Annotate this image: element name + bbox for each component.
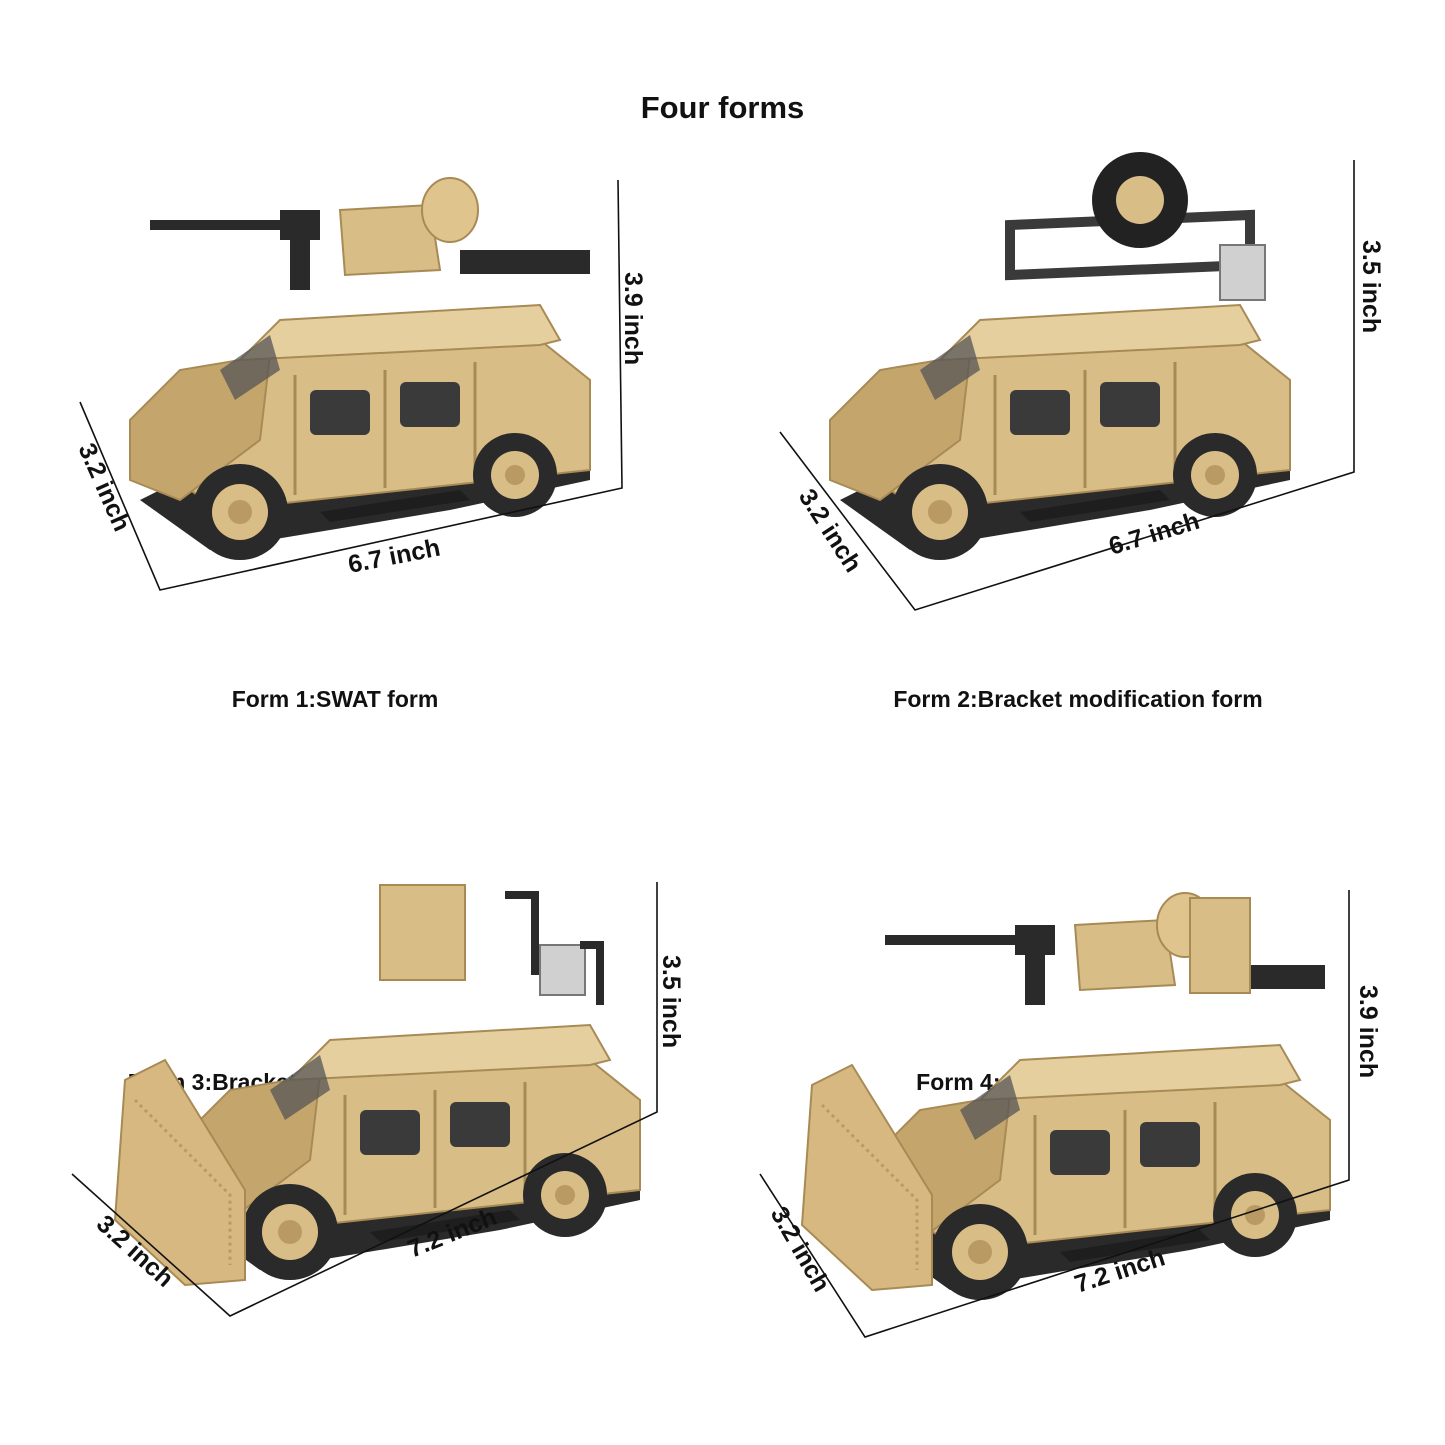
form-3-height-label: 3.5 inch	[657, 955, 685, 1048]
form-4-vehicle-illustration	[800, 892, 1332, 1302]
form-4-height-label: 3.9 inch	[1354, 985, 1382, 1078]
form-1-length-label: 6.7 inch	[346, 534, 443, 579]
form-2-height-label: 3.5 inch	[1357, 240, 1385, 333]
form-2-dimension-lines	[779, 160, 1355, 611]
form-3-dimension-lines	[71, 882, 658, 1317]
form-1-vehicle-illustration	[128, 177, 592, 562]
form-2-caption: Form 2:Bracket modification form	[893, 686, 1263, 712]
page-title: Four forms	[640, 90, 805, 125]
form-1-caption: Form 1:SWAT form	[231, 686, 439, 712]
form-1-height-label: 3.9 inch	[619, 272, 647, 365]
form-4-dimension-lines	[759, 890, 1350, 1338]
form-3-vehicle-illustration	[113, 885, 642, 1287]
form-1-depth-label: 3.2 inch	[73, 439, 136, 535]
form-1-dimension-lines	[79, 179, 623, 591]
form-2-vehicle-illustration	[828, 152, 1292, 562]
